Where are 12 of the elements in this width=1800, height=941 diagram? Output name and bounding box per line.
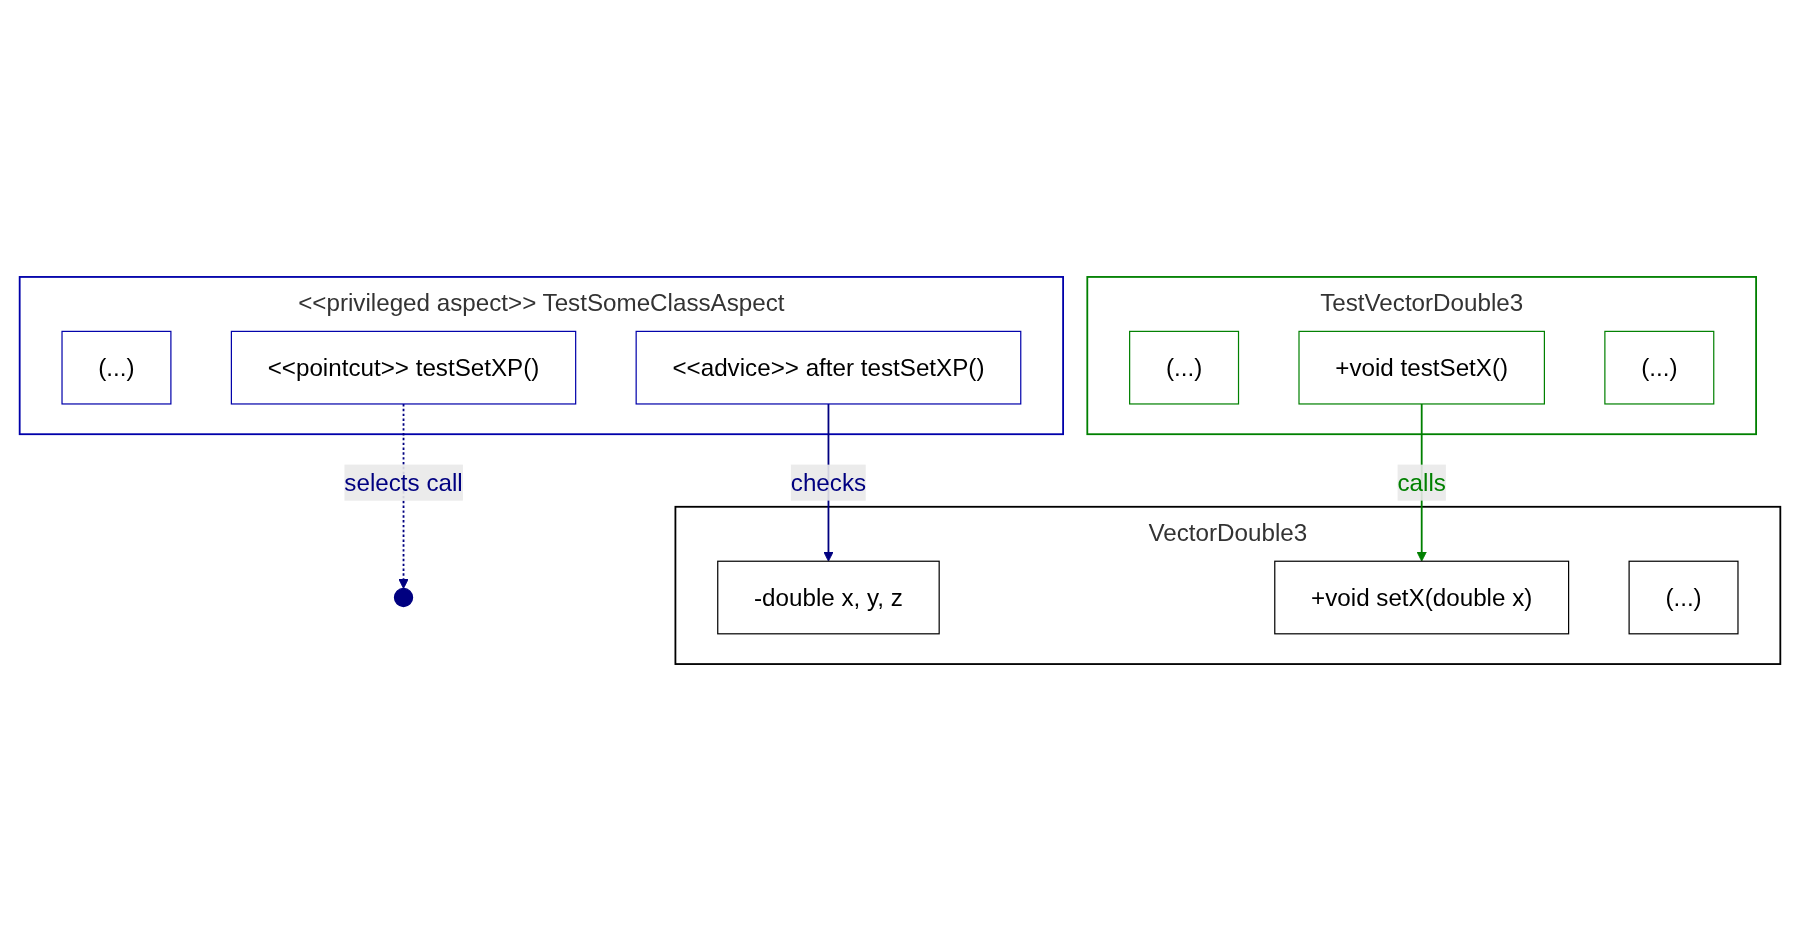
node-box: (...) [1604, 330, 1715, 405]
node-box: (...) [1129, 330, 1240, 405]
node-box: -double x, y, z [717, 560, 940, 635]
edge-label: selects call [344, 469, 463, 496]
node-box: (...) [61, 330, 172, 405]
node-box: (...) [1628, 560, 1739, 635]
node-box: <<advice>> after testSetXP() [635, 330, 1022, 405]
node-box: +void setX(double x) [1274, 560, 1570, 635]
edge-label: checks [790, 469, 867, 496]
node-box: <<pointcut>> testSetXP() [230, 330, 577, 405]
edge-label: calls [1397, 469, 1446, 496]
node-box: +void testSetX() [1298, 330, 1545, 405]
